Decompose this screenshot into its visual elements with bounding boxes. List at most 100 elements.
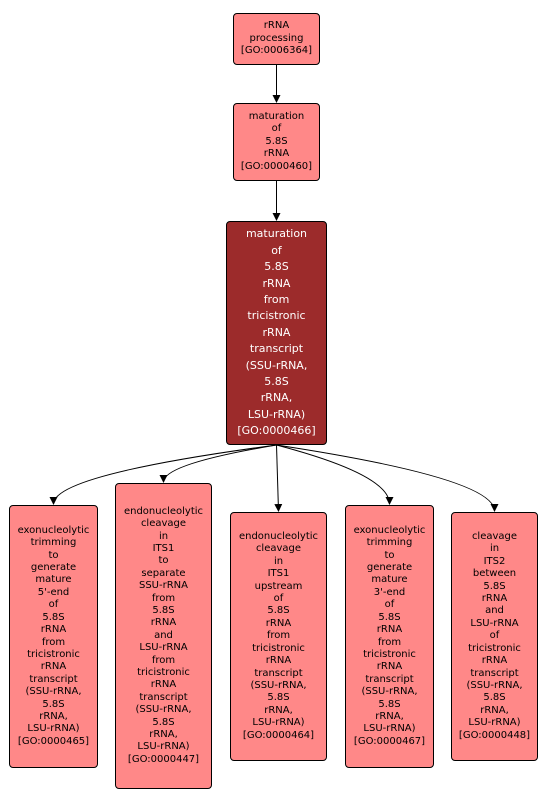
node-label-line: to bbox=[158, 555, 169, 567]
node-label-line: tricistronic bbox=[27, 648, 80, 660]
node-label-line: of bbox=[271, 243, 282, 257]
node-label-line: (SSU-rRNA, bbox=[135, 704, 192, 716]
node-label-line: LSU-rRNA bbox=[139, 642, 188, 654]
node-label-line: from bbox=[377, 636, 402, 648]
node-label-line: [GO:0000448] bbox=[458, 729, 531, 741]
node-label-line: (SSU-rRNA, bbox=[25, 686, 82, 698]
node-label-line: rRNA bbox=[481, 593, 508, 605]
node-label-line: LSU-rRNA bbox=[470, 617, 519, 629]
edge-maturation_58s_tricistronic-to-exo_5prime bbox=[49, 444, 277, 505]
node-label-line: 5.8S bbox=[152, 604, 175, 616]
edge-maturation_58s_tricistronic-to-endo_its1_separate bbox=[159, 444, 277, 483]
node-label-line: 5.8S bbox=[483, 692, 506, 704]
node-label-line: [GO:0000466] bbox=[237, 424, 316, 438]
node-label-line: ITS2 bbox=[483, 555, 506, 567]
node-label-line: maturation bbox=[248, 110, 305, 122]
node-label-line: in bbox=[158, 530, 169, 542]
node-label-line: from bbox=[151, 592, 176, 604]
node-label-line: from bbox=[151, 654, 176, 666]
node-label-line: 5.8S bbox=[267, 605, 290, 617]
node-label-line: exonucleolytic bbox=[353, 524, 426, 536]
node-label-line: from bbox=[266, 630, 291, 642]
node-label-line: ITS1 bbox=[152, 542, 175, 554]
node-label-line: LSU-rRNA) bbox=[363, 723, 416, 735]
node-label-line: from bbox=[263, 292, 290, 306]
node-label-line: tricistronic bbox=[252, 642, 305, 654]
node-label-line: transcript bbox=[249, 342, 304, 356]
node-label-line: 3'-end bbox=[373, 586, 406, 598]
node-label-line: and bbox=[485, 605, 504, 617]
node-label-line: tricistronic bbox=[137, 667, 190, 679]
node-label-line: (SSU-rRNA, bbox=[466, 679, 523, 691]
node-label-line: tricistronic bbox=[247, 309, 306, 323]
node-label-line: rRNA, bbox=[149, 729, 178, 741]
node-label-line: [GO:0000460] bbox=[240, 160, 313, 172]
node-label-line: cleavage bbox=[140, 518, 187, 530]
node-label-line: upstream bbox=[254, 580, 303, 592]
node-label-line: (SSU-rRNA, bbox=[250, 679, 307, 691]
node-label-line: rRNA, bbox=[39, 710, 68, 722]
node-label-line: (SSU-rRNA, bbox=[361, 686, 418, 698]
node-label-line: 5.8S bbox=[42, 611, 65, 623]
node-label-line: of bbox=[273, 593, 284, 605]
node-label-line: 5.8S bbox=[483, 580, 506, 592]
node-label-line: exonucleolytic bbox=[17, 524, 90, 536]
node-label-line: [GO:0006364] bbox=[240, 45, 313, 57]
node-label-line: rRNA bbox=[376, 661, 403, 673]
node-label-line: 5'-end bbox=[37, 586, 70, 598]
node-label-line: to bbox=[384, 549, 395, 561]
node-label-line: ITS1 bbox=[267, 568, 290, 580]
node-label-line: rRNA bbox=[262, 325, 291, 339]
node-label-line: to bbox=[48, 549, 59, 561]
node-label-line: rRNA bbox=[263, 20, 290, 32]
node-label-line: rRNA bbox=[40, 624, 67, 636]
node-label-line: of bbox=[489, 630, 500, 642]
node-label-line: separate bbox=[141, 567, 186, 579]
node-label-line: 5.8S bbox=[378, 698, 401, 710]
node-label-line: (SSU-rRNA, bbox=[245, 358, 308, 372]
node-label-line: and bbox=[154, 629, 173, 641]
node-label-line: SSU-rRNA bbox=[138, 580, 188, 592]
node-label-line: 5.8S bbox=[378, 611, 401, 623]
node-label-line: transcript bbox=[139, 691, 188, 703]
node-label-line: trimming bbox=[30, 537, 77, 549]
node-label-line: LSU-rRNA) bbox=[247, 407, 306, 421]
node-label-line: maturation bbox=[245, 227, 308, 241]
node-label-line: rRNA bbox=[40, 661, 67, 673]
node-label-line: generate bbox=[30, 562, 77, 574]
node-label-line: 5.8S bbox=[264, 260, 289, 274]
node-label-line: cleavage bbox=[255, 543, 302, 555]
node-label-line: rRNA bbox=[150, 617, 177, 629]
node-label-line: 5.8S bbox=[42, 698, 65, 710]
node-label-line: transcript bbox=[254, 667, 303, 679]
node-label-line: processing bbox=[249, 32, 304, 44]
node-label-line: rRNA bbox=[263, 148, 290, 160]
node-label-line: rRNA bbox=[481, 655, 508, 667]
node-label-line: transcript bbox=[29, 673, 78, 685]
node-label-line: rRNA, bbox=[264, 704, 293, 716]
node-label-line: endonucleolytic bbox=[123, 505, 204, 517]
node-label-line: mature bbox=[35, 574, 72, 586]
node-label-line: tricistronic bbox=[468, 642, 521, 654]
node-label-line: in bbox=[273, 555, 284, 567]
node-label-line: rRNA bbox=[265, 655, 292, 667]
node-label-line: trimming bbox=[366, 537, 413, 549]
node-label-line: 5.8S bbox=[267, 692, 290, 704]
edge-maturation_58s_tricistronic-to-endo_its1_upstream bbox=[274, 444, 283, 512]
node-label-line: rRNA bbox=[150, 679, 177, 691]
node-label-line: cleavage bbox=[471, 531, 518, 543]
edge-maturation_58s_tricistronic-to-cleavage_its2 bbox=[276, 444, 499, 512]
node-label-line: from bbox=[41, 636, 66, 648]
node-label-line: of bbox=[384, 599, 395, 611]
node-label-line: rRNA bbox=[265, 617, 292, 629]
node-label-line: of bbox=[48, 599, 59, 611]
